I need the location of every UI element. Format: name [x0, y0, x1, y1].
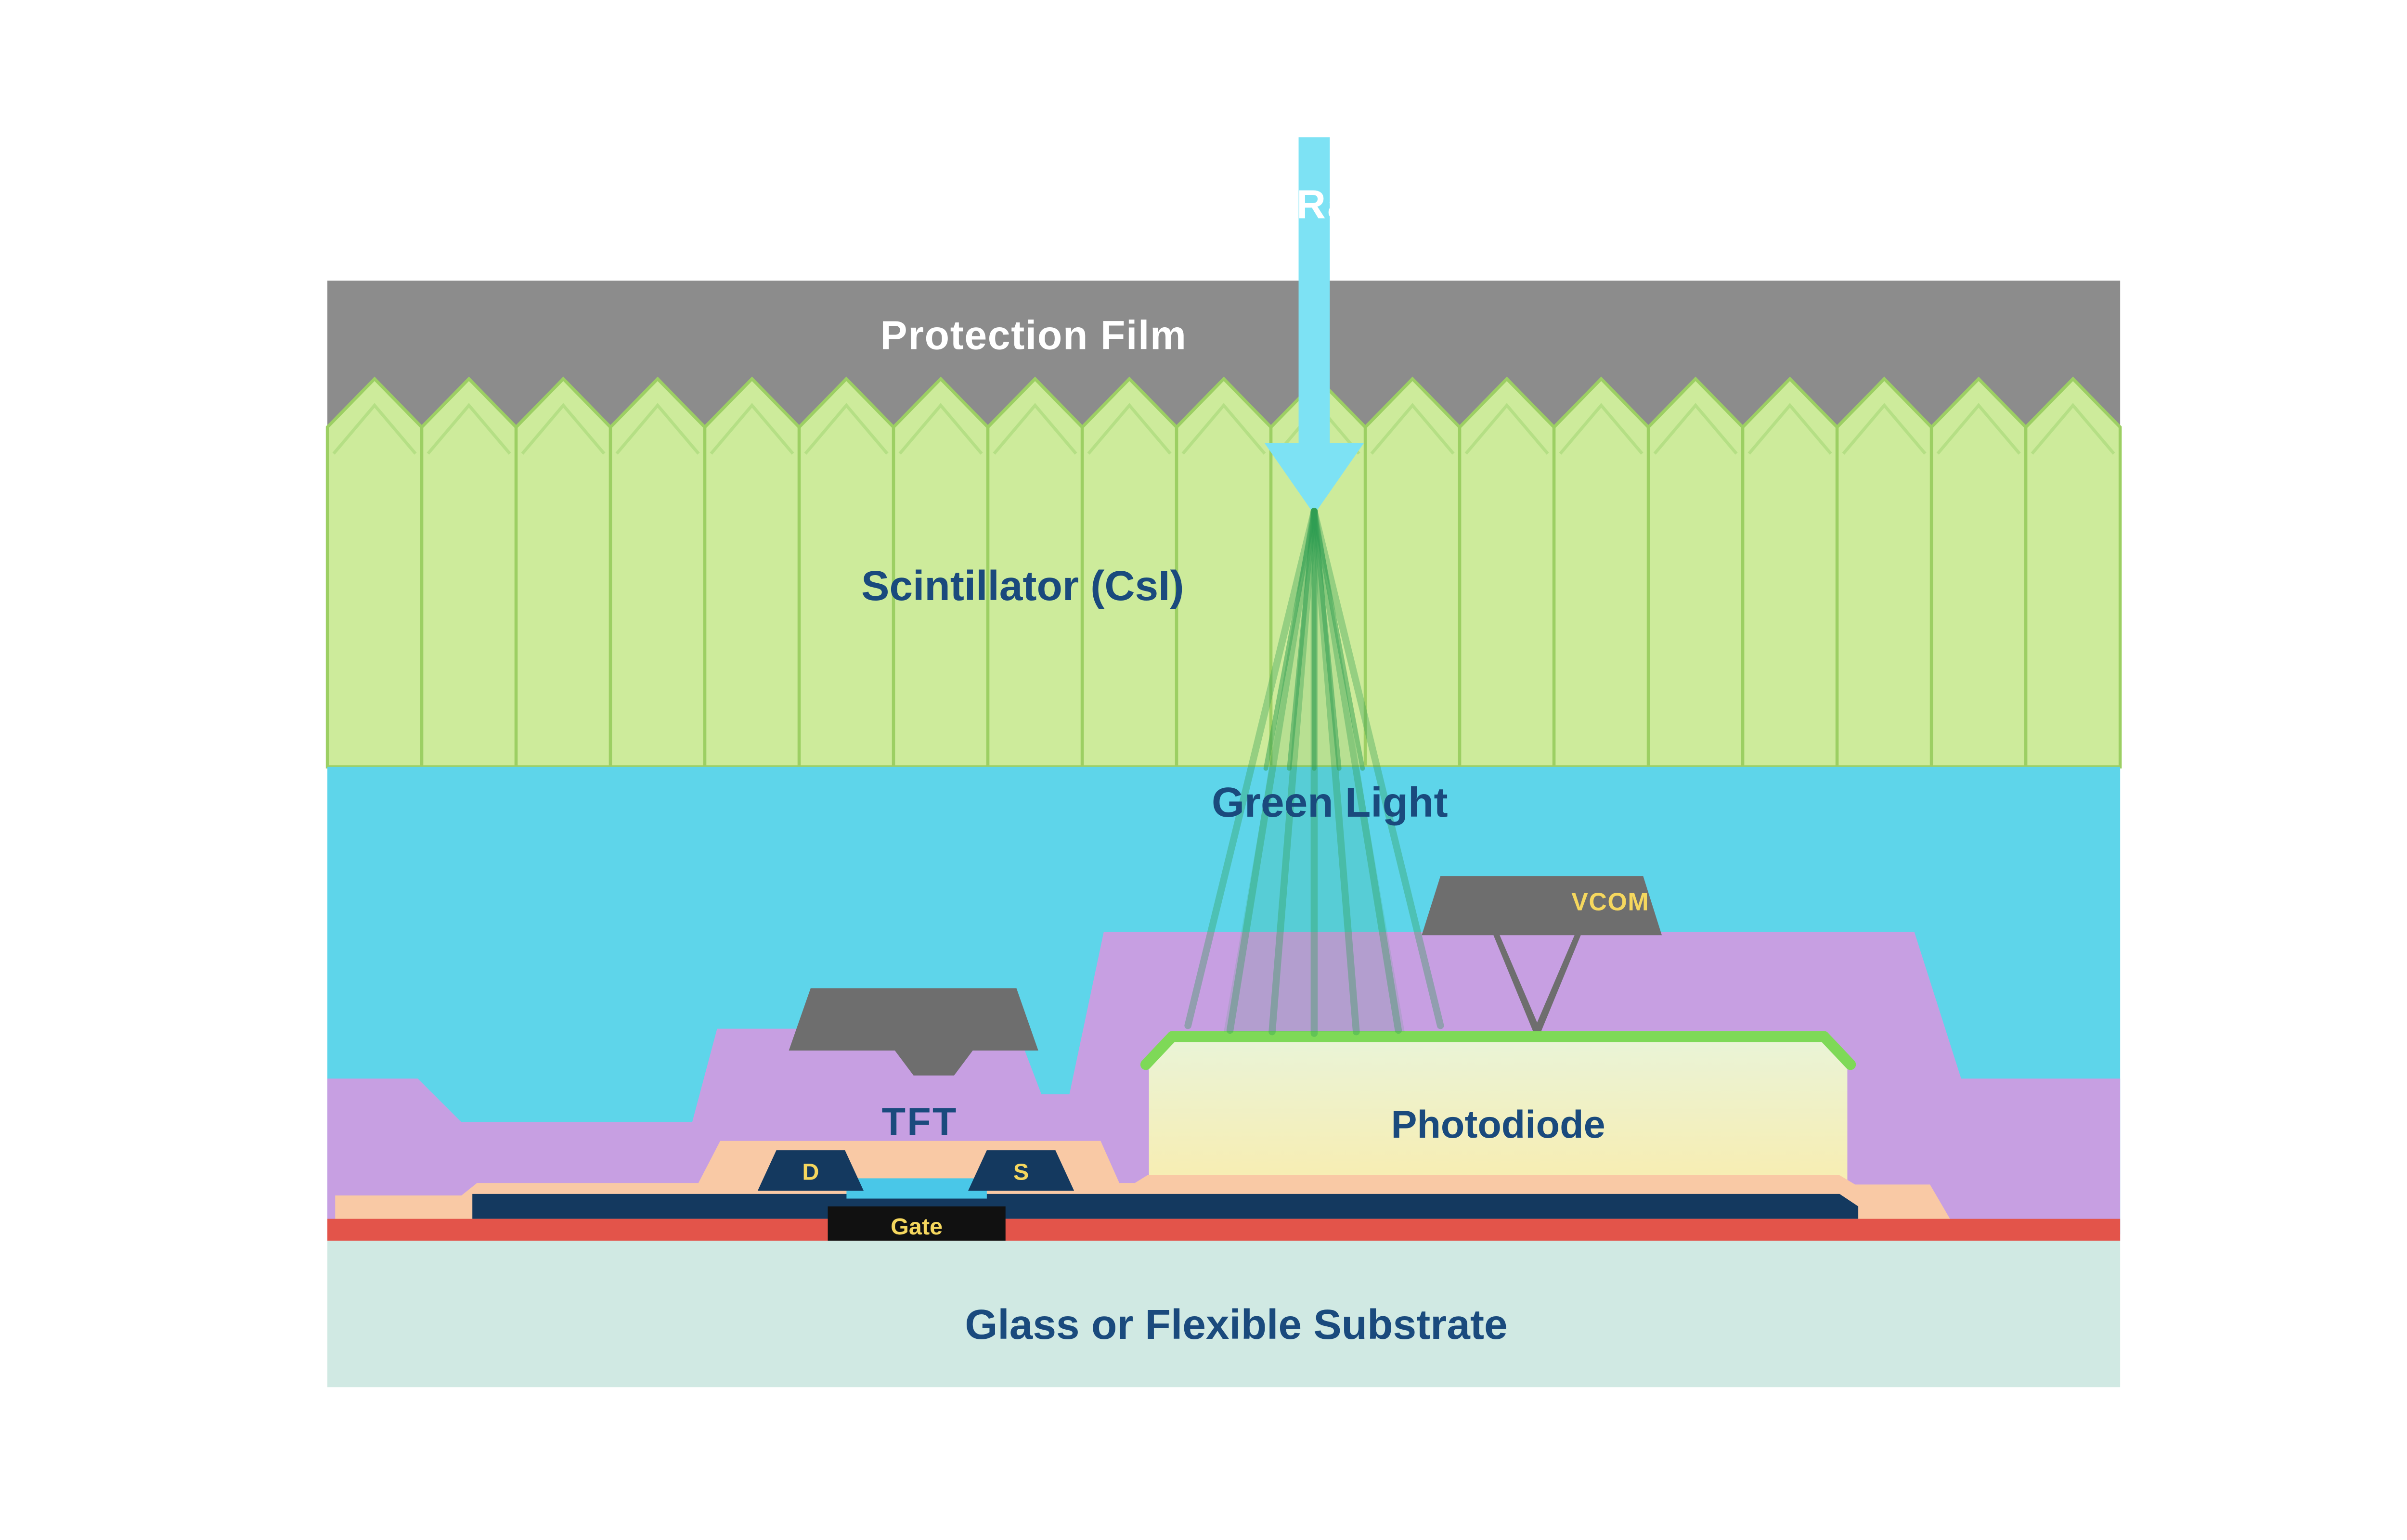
photodiode-body — [1149, 1035, 1848, 1188]
scintillator-column-inner-edge — [804, 403, 889, 455]
green-light-ray-inner — [1312, 509, 1365, 771]
scintillator-column-inner-edge — [1653, 403, 1738, 455]
scintillator-column-inner-edge — [1842, 403, 1927, 455]
drain-label: D — [802, 1159, 819, 1185]
photodiode-top-contact — [1140, 1031, 1856, 1070]
xray-arrow — [1264, 137, 1364, 514]
scintillator-column — [420, 376, 518, 769]
scintillator-column — [1552, 376, 1650, 769]
scintillator-column-inner-edge — [1936, 403, 2021, 455]
vcom-purple-notch — [1500, 935, 1575, 1023]
vcom-label: VCOM — [1571, 887, 1649, 915]
green-light-ray — [1310, 508, 1444, 1029]
protection-film-label: Protection Film — [880, 313, 1187, 358]
tft-channel — [846, 1178, 987, 1199]
scintillator-column-inner-edge — [1370, 403, 1455, 455]
scintillator-column-inner-edge — [1464, 403, 1549, 455]
scintillator-label: Scintillator (CsI) — [861, 562, 1184, 609]
photodiode-label: Photodiode — [1391, 1103, 1605, 1146]
scintillator-column-inner-edge — [710, 403, 794, 455]
green-light-label: Green Light — [1212, 779, 1448, 826]
scintillator-column-inner-edge — [521, 403, 606, 455]
scintillator-column — [514, 376, 612, 769]
substrate-label: Glass or Flexible Substrate — [965, 1301, 1507, 1348]
scintillator-column — [1363, 376, 1462, 769]
scintillator-column — [1458, 376, 1556, 769]
scintillator-column — [1175, 376, 1273, 769]
scintillator-column — [1741, 376, 1839, 769]
green-light-ray-inner — [1312, 509, 1342, 771]
scintillator-column — [2024, 376, 2122, 769]
scintillator-column — [1929, 376, 2028, 769]
scintillator-column-inner-edge — [427, 403, 511, 455]
scintillator-column — [325, 376, 424, 769]
data-line-navy — [472, 1194, 1859, 1219]
green-light-fan — [1184, 508, 1444, 1037]
green-light-ray-inner — [1263, 509, 1317, 771]
scintillator-column — [608, 376, 707, 769]
scintillator-column — [1835, 376, 1933, 769]
gate-label: Gate — [891, 1214, 943, 1240]
scintillator-column-inner-edge — [1747, 403, 1832, 455]
drain-electrode — [757, 1150, 864, 1191]
scintillator-column-inner-edge — [1087, 403, 1172, 455]
xray-label: X-Ray — [1253, 182, 1376, 227]
green-light-ray-inner — [1287, 509, 1317, 771]
xray-arrow-head — [1264, 442, 1364, 514]
xray-arrow-shaft — [1298, 137, 1330, 446]
red-line-layer — [327, 1219, 2121, 1241]
scintillator-column — [1646, 376, 1745, 769]
tft-label: TFT — [882, 1100, 958, 1143]
scintillator-column-inner-edge — [1559, 403, 1643, 455]
scintillator-columns — [325, 376, 2122, 769]
scintillator-column — [703, 376, 801, 769]
substrate-layer — [327, 1240, 2121, 1387]
gate-bar — [828, 1206, 1006, 1241]
scintillator-column-inner-edge — [332, 403, 417, 455]
source-label: S — [1013, 1159, 1029, 1185]
scintillator-column-inner-edge — [1181, 403, 1266, 455]
scintillator-column-inner-edge — [2031, 403, 2115, 455]
tft-shield-electrode — [789, 988, 1038, 1076]
source-electrode — [968, 1150, 1074, 1191]
scintillator-column-inner-edge — [615, 403, 700, 455]
green-light-ray — [1184, 508, 1318, 1029]
scintillator-column-inner-edge — [993, 403, 1077, 455]
scintillator-column-inner-edge — [898, 403, 983, 455]
green-light-cone — [1224, 511, 1405, 1032]
